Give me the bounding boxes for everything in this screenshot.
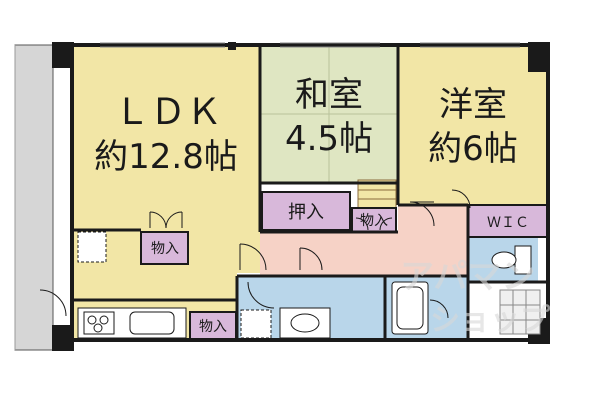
yoshitsu-size: 約6帖 [428, 129, 518, 169]
monoire-kitchen-label: 物入 [199, 319, 227, 335]
yoshitsu-name: 洋室 [439, 85, 507, 125]
tatami-lines [260, 45, 398, 183]
svg-text:アパマン: アパマン [400, 257, 535, 297]
svg-text:ショップ: ショップ [430, 303, 551, 338]
entrance [499, 289, 541, 335]
washitsu-size: 4.5帖 [285, 119, 373, 159]
oshiire-label: 押入 [288, 202, 324, 223]
oshiire-closet [261, 191, 351, 231]
ldk-size: 約12.8帖 [94, 137, 238, 177]
ldk-name: ＬＤＫ [114, 92, 222, 133]
door-swings [39, 189, 471, 319]
toilet [491, 245, 532, 275]
monoire-hall-label: 物入 [360, 213, 388, 229]
hallway-floor [260, 232, 468, 276]
fridge-space [77, 231, 107, 263]
bathtub [391, 281, 429, 335]
kitchen-counter [77, 307, 187, 339]
interior-walls [72, 45, 548, 340]
yoshitsu-floor [398, 45, 548, 205]
balcony [14, 44, 54, 351]
monoire-ldk-closet [140, 231, 189, 265]
monoire-hall-closet [351, 207, 397, 233]
washitsu-name: 和室 [295, 75, 363, 115]
watermark: アパマン ショップ [400, 257, 551, 338]
wic-label: ＷＩＣ [487, 215, 529, 231]
monoire-ldk-label: 物入 [151, 241, 179, 257]
